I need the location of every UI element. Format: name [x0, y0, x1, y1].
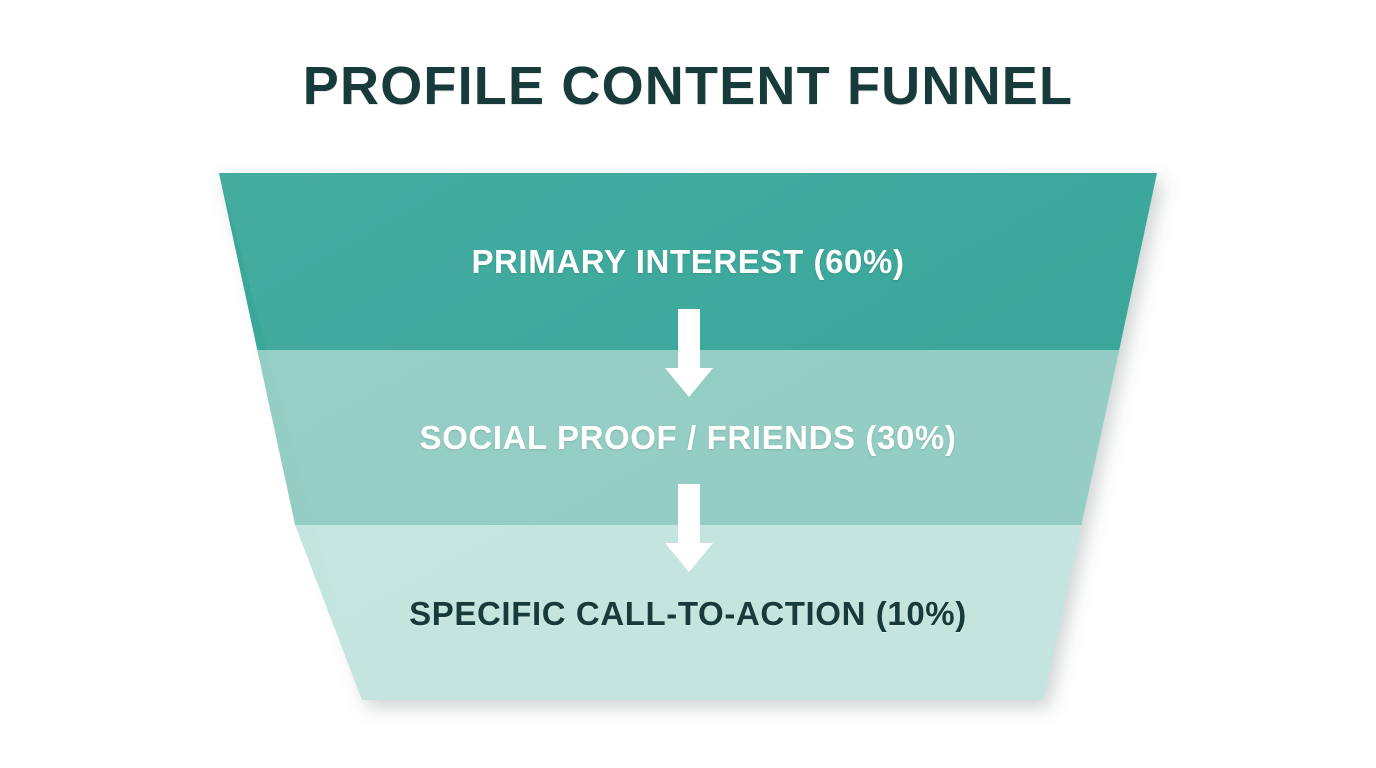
funnel-stage-2-label: SOCIAL PROOF / FRIENDS (30%) [419, 419, 957, 456]
funnel-stage-3-label: SPECIFIC CALL-TO-ACTION (10%) [409, 595, 967, 632]
funnel-stage-1-label: PRIMARY INTEREST (60%) [471, 243, 905, 280]
page-title: PROFILE CONTENT FUNNEL [302, 56, 1074, 116]
arrow-down-icon-stage-2-to-3 [665, 484, 713, 572]
arrow-down-icon-stage-1-to-2 [665, 309, 713, 397]
